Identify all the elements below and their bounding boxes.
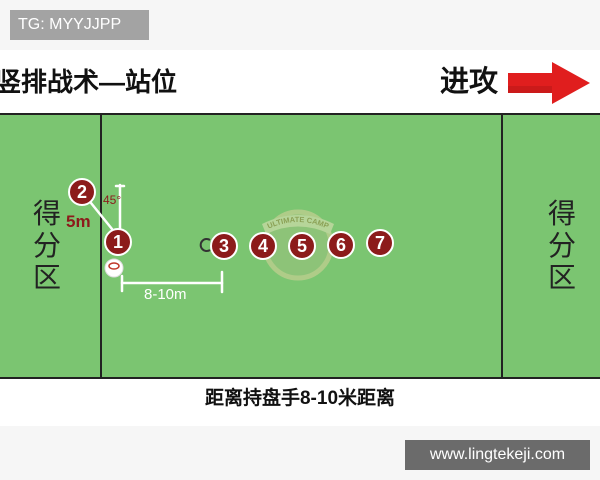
player-marker: 3 [210,232,238,260]
player-marker: 6 [327,231,355,259]
right-endzone-label: 得分区 [547,198,576,293]
angle-label: 45° [103,193,122,207]
left-goal-line [100,113,102,379]
player-marker: 2 [68,178,96,206]
attack-direction-label: 进攻 [440,66,499,98]
top-watermark: TG: MYYJJPP [10,10,149,40]
player-marker: 4 [249,232,277,260]
right-goal-line [501,113,503,379]
left-endzone-label: 得分区 [32,198,61,293]
player-marker: 1 [104,228,132,256]
player-marker: 5 [288,232,316,260]
diagram-caption: 距离持盘手8-10米距离 [204,388,396,409]
bottom-watermark: www.lingtekeji.com [405,440,590,470]
long-distance-label: 8-10m [144,286,187,303]
player-marker: 7 [366,229,394,257]
page-title: 竖排战术—站位 [0,67,178,97]
short-distance-label: 5m [66,212,91,231]
